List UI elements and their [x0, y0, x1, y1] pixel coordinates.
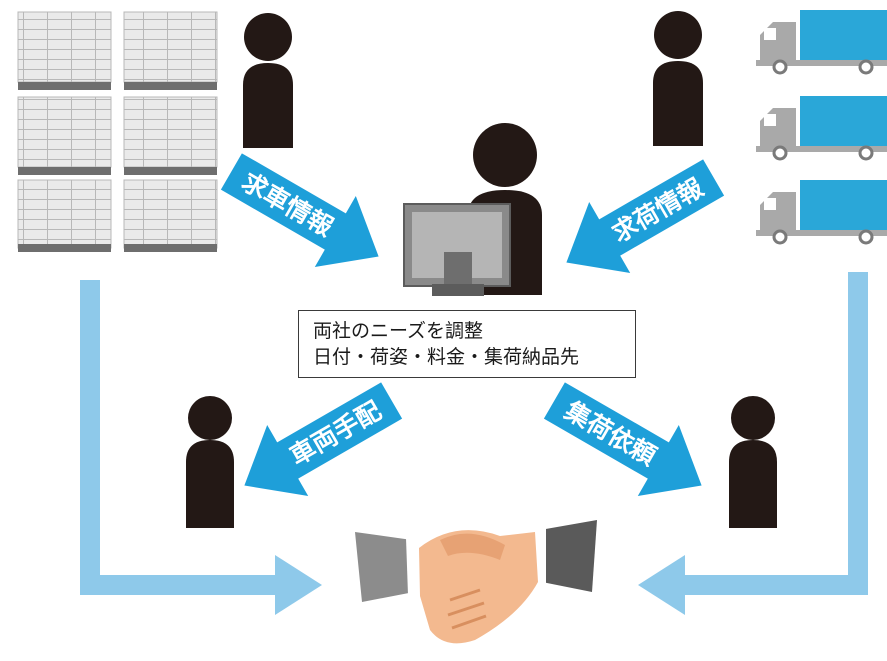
person-icon — [653, 11, 703, 146]
caption-line-2: 日付・荷姿・料金・集荷納品先 — [313, 346, 580, 368]
person-icon — [729, 396, 777, 528]
truck-icon — [756, 180, 887, 245]
handshake-icon — [355, 520, 597, 644]
adjustment-caption-box: 両社のニーズを調整 日付・荷姿・料金・集荷納品先 — [298, 310, 636, 378]
truck-icon — [756, 96, 887, 161]
arrow-vehicle-arrangement: 車両手配 — [244, 382, 403, 497]
operator-at-computer-icon — [403, 123, 542, 296]
flow-line-left — [80, 280, 322, 615]
truck-icon — [756, 10, 887, 75]
caption-line-1: 両社のニーズを調整 — [313, 320, 484, 342]
warehouse-pallet-icon — [17, 11, 218, 252]
flow-line-right — [638, 272, 868, 615]
person-icon — [243, 13, 293, 148]
person-icon — [186, 396, 234, 528]
arrow-truck-request: 求車情報 — [220, 153, 379, 268]
arrow-pickup-request: 集荷依頼 — [543, 382, 702, 497]
arrow-cargo-request: 求荷情報 — [566, 159, 725, 274]
